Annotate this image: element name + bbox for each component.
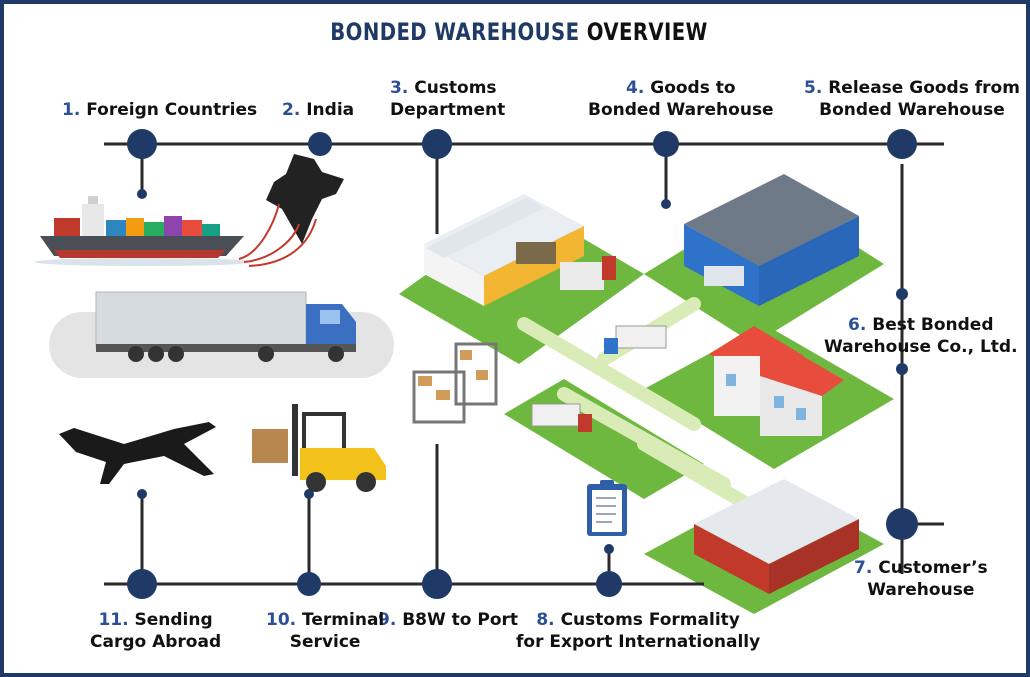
node-10 [297,572,321,596]
warehouse-icon [424,194,616,306]
truck-icon [49,291,394,378]
step-label-2: 2. India [282,100,355,120]
warehouse-icon [694,479,859,594]
step-label-3: 3. Customs Department [390,78,506,120]
clipboard-icon [587,480,627,536]
node-6 [896,363,908,375]
step-label-1: 1. Foreign Countries [62,100,258,120]
airplane-icon [59,422,216,484]
node-5-end [896,288,908,300]
diagram-canvas [34,129,944,614]
step-label-9: 9. B8W to Port [378,610,519,630]
shelf-icon [412,342,498,424]
node-3 [422,129,452,159]
step-label-8: 8. Customs Formality for Export Internat… [516,610,761,652]
node-8 [596,571,622,597]
step-label-7: 7. Customer’s Warehouse [854,558,988,600]
node-4 [653,131,679,157]
warehouse-icon [684,174,859,306]
node-7 [886,508,918,540]
flow-nodes [127,129,918,599]
container-ship-icon [34,196,254,266]
step-label-4: 4. Goods to Bonded Warehouse [588,78,774,120]
house-icon [709,326,844,436]
forklift-icon [252,404,386,492]
node-2 [308,132,332,156]
step-label-5: 5. Release Goods from Bonded Warehouse [804,78,1020,120]
node-9 [422,569,452,599]
node-1 [127,129,157,159]
step-label-6: 6. Best Bonded Warehouse Co., Ltd. [824,315,1018,357]
step-label-11: 11. Sending Cargo Abroad [90,610,222,652]
node-5 [887,129,917,159]
diagram-title: BONDED WAREHOUSE OVERVIEW [330,18,708,46]
india-map-icon [238,154,344,267]
node-11 [127,569,157,599]
truck-icon [531,325,667,432]
step-label-10: 10. Terminal Service [266,610,385,652]
